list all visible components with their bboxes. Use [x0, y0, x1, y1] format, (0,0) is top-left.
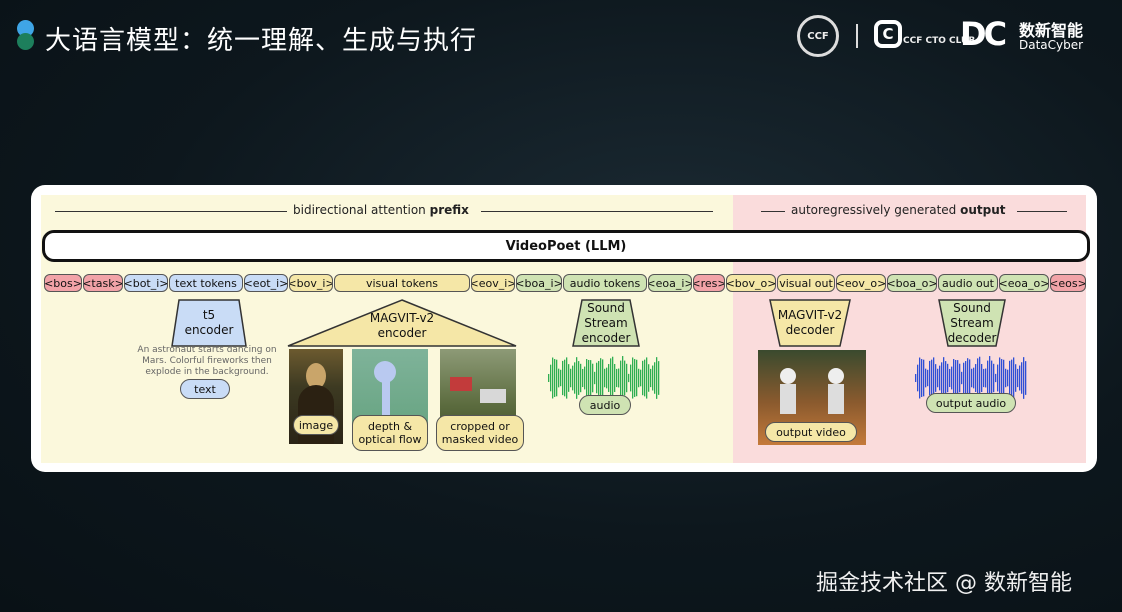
token-0: <bos> [44, 274, 82, 292]
output-header-text: autoregressively generated [791, 203, 957, 217]
prefix-header-text: bidirectional attention [293, 203, 426, 217]
audio-waveform-icon [548, 356, 660, 400]
token-12: <bov_o> [726, 274, 776, 292]
token-10: <eoa_i> [648, 274, 692, 292]
ccf-circle-logo-text: CCF [807, 30, 829, 42]
token-7: <eov_i> [471, 274, 515, 292]
slide-title: 大语言模型：统一理解、生成与执行 [45, 26, 478, 56]
token-13: visual out [777, 274, 835, 292]
text-prompt-example: An astronaut starts dancing on Mars. Col… [137, 345, 277, 377]
magvit-decoder-label: MAGVIT-v2 decoder [777, 308, 843, 337]
audio-label: audio [579, 395, 631, 415]
ccf-cto-club-text: CCF CTO CLUB [903, 36, 976, 46]
ccf-cto-club-logo: C [874, 20, 902, 48]
token-1: <task> [83, 274, 123, 292]
t5-encoder-shape [171, 299, 247, 347]
image-label: image [293, 415, 339, 435]
output-rule-left [761, 211, 785, 212]
output-audio-waveform-icon [915, 356, 1027, 400]
output-rule-right [1017, 211, 1067, 212]
token-9: audio tokens [563, 274, 647, 292]
soundstream-encoder-shape [572, 299, 640, 347]
depth-flow-label-text: depth & optical flow [358, 420, 422, 446]
depth-flow-label: depth & optical flow [352, 415, 428, 451]
datacyber-logo-cn: 数新智能 [1019, 21, 1084, 40]
token-15: <boa_o> [887, 274, 937, 292]
soundstream-decoder-shape [938, 299, 1006, 347]
token-17: <eoa_o> [999, 274, 1049, 292]
magvit-encoder-shape [287, 299, 517, 347]
masked-video-label-text: cropped or masked video [441, 420, 519, 446]
ccf-mark-text: C [882, 25, 894, 43]
token-18: <eos> [1050, 274, 1086, 292]
ccf-circle-logo: CCF [797, 15, 839, 57]
prefix-header: bidirectional attention prefix [293, 203, 469, 217]
prefix-rule-right [481, 211, 713, 212]
token-16: audio out [938, 274, 998, 292]
token-6: visual tokens [334, 274, 470, 292]
soundstream-encoder-label: Sound Stream encoder [581, 300, 631, 345]
token-14: <eov_o> [836, 274, 886, 292]
videopoet-diagram: bidirectional attention prefix autoregre… [31, 185, 1097, 472]
output-audio-label: output audio [926, 393, 1016, 413]
token-8: <boa_i> [516, 274, 562, 292]
title-dot-icon [17, 20, 34, 37]
token-2: <bot_i> [124, 274, 168, 292]
token-11: <res> [693, 274, 725, 292]
output-header: autoregressively generated output [791, 203, 1006, 217]
masked-video-label: cropped or masked video [436, 415, 524, 451]
datacyber-logo-mark: DC [960, 15, 1007, 53]
videopoet-llm-box: VideoPoet (LLM) [42, 230, 1090, 262]
text-label: text [180, 379, 230, 399]
prefix-rule-left [55, 211, 287, 212]
watermark: 掘金技术社区 @ 数新智能 [816, 571, 1072, 596]
token-5: <bov_i> [289, 274, 333, 292]
output-header-bold: output [960, 203, 1006, 217]
magvit-encoder-label: MAGVIT-v2 encoder [369, 311, 435, 340]
soundstream-decoder-label: Sound Stream decoder [947, 300, 997, 345]
title-dot-icon [17, 33, 34, 50]
token-4: <eot_i> [244, 274, 288, 292]
prefix-header-bold: prefix [429, 203, 469, 217]
t5-encoder-label: t5 encoder [184, 308, 234, 337]
output-video-label: output video [765, 422, 857, 442]
token-3: text tokens [169, 274, 243, 292]
logo-divider [856, 24, 858, 48]
datacyber-logo-en: DataCyber [1019, 38, 1084, 52]
magvit-decoder-shape [769, 299, 851, 347]
